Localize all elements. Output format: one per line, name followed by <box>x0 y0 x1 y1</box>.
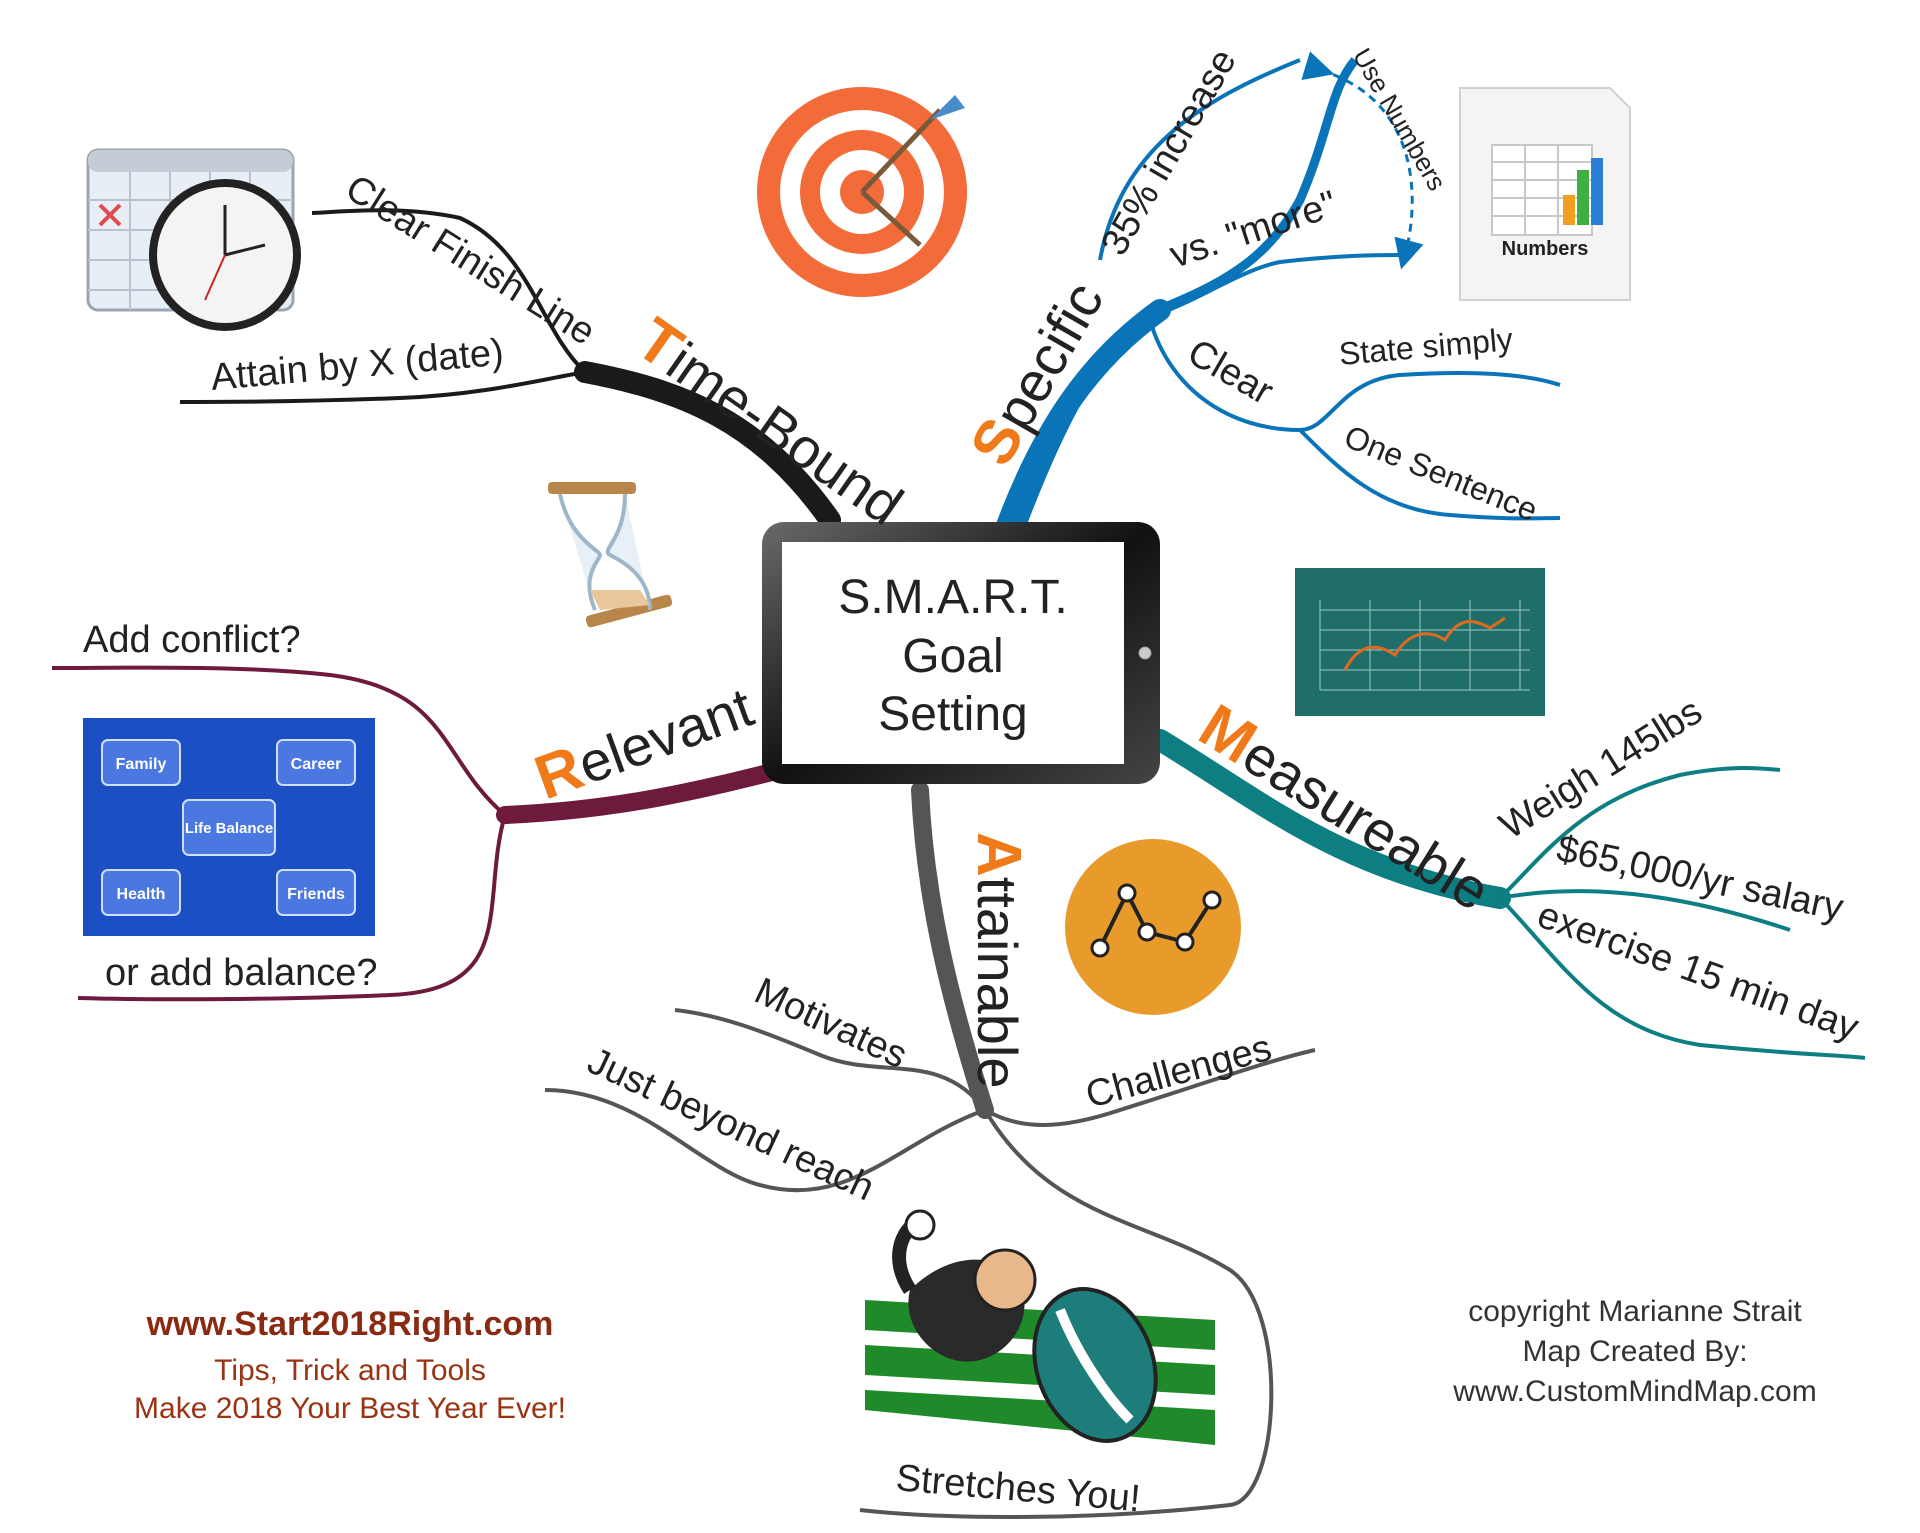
timebound-trunk <box>574 361 841 531</box>
label-attainable: Attainable <box>964 832 1033 1089</box>
balance-career: Career <box>291 756 342 773</box>
relevant-trunk <box>496 761 789 824</box>
target-arrow-icon <box>757 87 967 297</box>
specific-trunk <box>989 299 1171 556</box>
life-balance-icon: Family Career Life Balance Health Friend… <box>83 718 375 936</box>
item-one-sentence: One Sentence <box>1339 418 1542 528</box>
footer-url-custommindmap[interactable]: www.CustomMindMap.com <box>1453 1375 1817 1408</box>
footer-url-start2018[interactable]: www.Start2018Right.com <box>146 1305 554 1343</box>
item-add-conflict: Add conflict? <box>83 619 301 661</box>
item-stretches-you: Stretches You! <box>894 1457 1142 1520</box>
balance-friends: Friends <box>287 886 345 903</box>
label-measureable: Measureable <box>1188 691 1503 924</box>
item-challenges: Challenges <box>1081 1027 1276 1117</box>
branch-attainable <box>544 781 1316 1519</box>
annotation-use-numbers: Use Numbers <box>1347 43 1452 196</box>
item-just-beyond-reach: Just beyond reach <box>581 1040 880 1209</box>
footer-right: copyright Marianne Strait Map Created By… <box>1430 1292 1840 1412</box>
item-attain-by-date: Attain by X (date) <box>209 332 505 399</box>
center-title-line1: S.M.A.R.T. <box>838 571 1067 624</box>
item-state-simply: State simply <box>1337 321 1514 372</box>
line-graph-circle-icon <box>1065 839 1241 1015</box>
measureable-trunk <box>1149 729 1511 909</box>
calendar-clock-icon <box>86 148 301 331</box>
footer-copyright: copyright Marianne Strait <box>1468 1295 1802 1328</box>
numbers-document-icon: Numbers <box>1459 87 1631 301</box>
balance-family: Family <box>116 756 167 773</box>
footer-tips: Tips, Trick and Tools <box>214 1354 486 1387</box>
numbers-label: Numbers <box>1502 238 1589 260</box>
hourglass-icon <box>548 482 673 628</box>
center-title-line2: Goal <box>902 630 1003 683</box>
balance-health: Health <box>117 886 166 903</box>
tablet-button <box>1138 646 1152 660</box>
label-timebound: Time-Bound <box>624 305 916 539</box>
footer-best-year: Make 2018 Your Best Year Ever! <box>134 1392 566 1425</box>
attainable-trunk <box>911 781 994 1119</box>
footer-created-by: Map Created By: <box>1522 1335 1748 1368</box>
branch-timebound <box>179 208 841 531</box>
footer-left: www.Start2018Right.com Tips, Trick and T… <box>110 1305 590 1426</box>
branch-measureable <box>1149 729 1866 1060</box>
tablet-screen <box>782 542 1124 764</box>
balance-life-balance: Life Balance <box>185 820 273 837</box>
center-title-line3: Setting <box>878 688 1027 741</box>
item-clear-finish-line: Clear Finish Line <box>338 167 602 354</box>
growth-chart-icon <box>1295 568 1545 716</box>
item-clear: Clear <box>1181 331 1281 413</box>
center-tablet: S.M.A.R.T. Goal Setting <box>762 522 1160 784</box>
item-add-balance: or add balance? <box>105 952 378 994</box>
rugby-player-icon <box>865 1209 1215 1445</box>
branch-specific <box>989 51 1561 556</box>
branch-relevant <box>51 665 789 1002</box>
